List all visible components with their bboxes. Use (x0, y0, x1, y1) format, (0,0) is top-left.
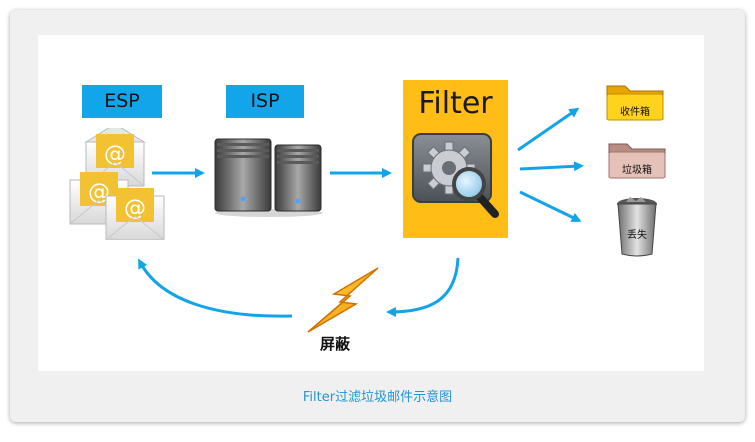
block-label: 屏蔽 (320, 335, 351, 353)
svg-text:@: @ (104, 142, 126, 167)
folder-icon (606, 85, 664, 121)
discard-label: 丢失 (627, 230, 647, 241)
mail-envelopes-icon: @ @ @ (69, 128, 165, 240)
spam-label: 垃圾箱 (622, 165, 652, 176)
arrow-filter-discard (519, 190, 582, 222)
folder-icon (608, 143, 666, 179)
arrow-filter-spam (519, 161, 584, 172)
filter-box: Filter (403, 80, 508, 238)
arrow-filter-inbox (517, 107, 580, 152)
inbox-label: 收件箱 (620, 107, 650, 118)
svg-text:@: @ (124, 196, 146, 221)
trash-can-icon (617, 197, 657, 257)
server-icon (214, 138, 323, 217)
filter-title: Filter (418, 86, 493, 121)
esp-label: ESP (82, 85, 162, 118)
isp-label: ISP (226, 85, 304, 118)
gear-magnifier-icon (412, 133, 499, 218)
arrow-block-esp (138, 258, 293, 318)
arrow-filter-block (386, 257, 460, 317)
lightning-bolt-icon (307, 267, 379, 333)
diagram-caption: Filter过滤垃圾邮件示意图 (302, 390, 453, 405)
svg-text:@: @ (88, 180, 110, 205)
